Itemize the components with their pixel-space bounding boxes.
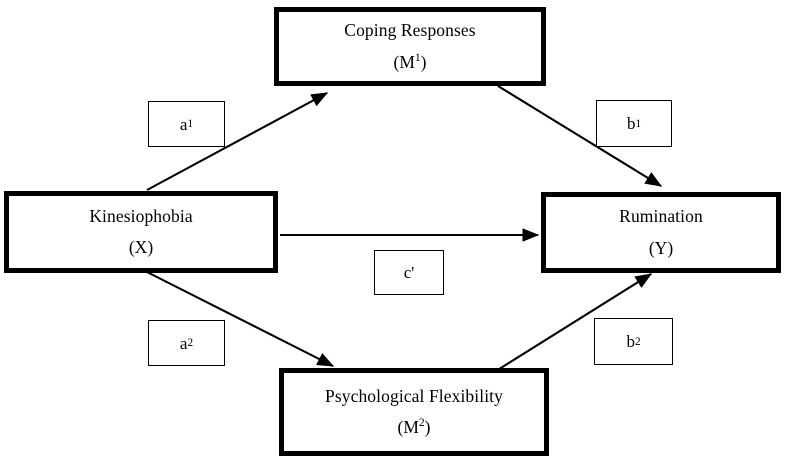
- node-psychological-flexibility-title: Psychological Flexibility: [325, 385, 503, 406]
- node-psychological-flexibility: Psychological Flexibility (M2): [279, 368, 549, 456]
- path-label-a2-text: a: [179, 333, 188, 353]
- node-rumination-title: Rumination: [619, 206, 703, 226]
- path-label-b1-text: b: [626, 114, 636, 133]
- node-coping-responses-code-superscript: 1: [414, 51, 421, 64]
- node-rumination-code-prefix: (Y: [648, 237, 668, 258]
- node-rumination-code-suffix: ): [667, 237, 674, 258]
- node-coping-responses-code: (M1): [393, 51, 427, 72]
- node-rumination: Rumination (Y): [541, 192, 781, 273]
- node-kinesiophobia-code: (X): [128, 237, 154, 257]
- node-psychological-flexibility-code-superscript: 2: [418, 417, 425, 430]
- path-label-c-prime-text: c': [403, 263, 415, 282]
- node-psychological-flexibility-code-suffix: ): [424, 417, 431, 437]
- node-coping-responses-title: Coping Responses: [344, 20, 476, 40]
- node-coping-responses: Coping Responses (M1): [274, 7, 546, 86]
- node-kinesiophobia-title: Kinesiophobia: [89, 205, 193, 226]
- node-psychological-flexibility-code: (M2): [397, 417, 431, 437]
- node-coping-responses-code-suffix: ): [420, 51, 427, 72]
- node-kinesiophobia-code-prefix: (X: [128, 237, 148, 257]
- path-label-b2-text: b: [626, 332, 635, 351]
- path-label-a1-text: a: [179, 114, 188, 134]
- node-kinesiophobia: Kinesiophobia (X): [4, 191, 278, 273]
- node-coping-responses-code-prefix: (M: [393, 51, 415, 72]
- node-kinesiophobia-code-suffix: ): [147, 237, 154, 257]
- node-rumination-code: (Y): [648, 237, 674, 258]
- node-psychological-flexibility-code-prefix: (M: [397, 417, 419, 437]
- path-label-c-prime: c': [374, 250, 444, 295]
